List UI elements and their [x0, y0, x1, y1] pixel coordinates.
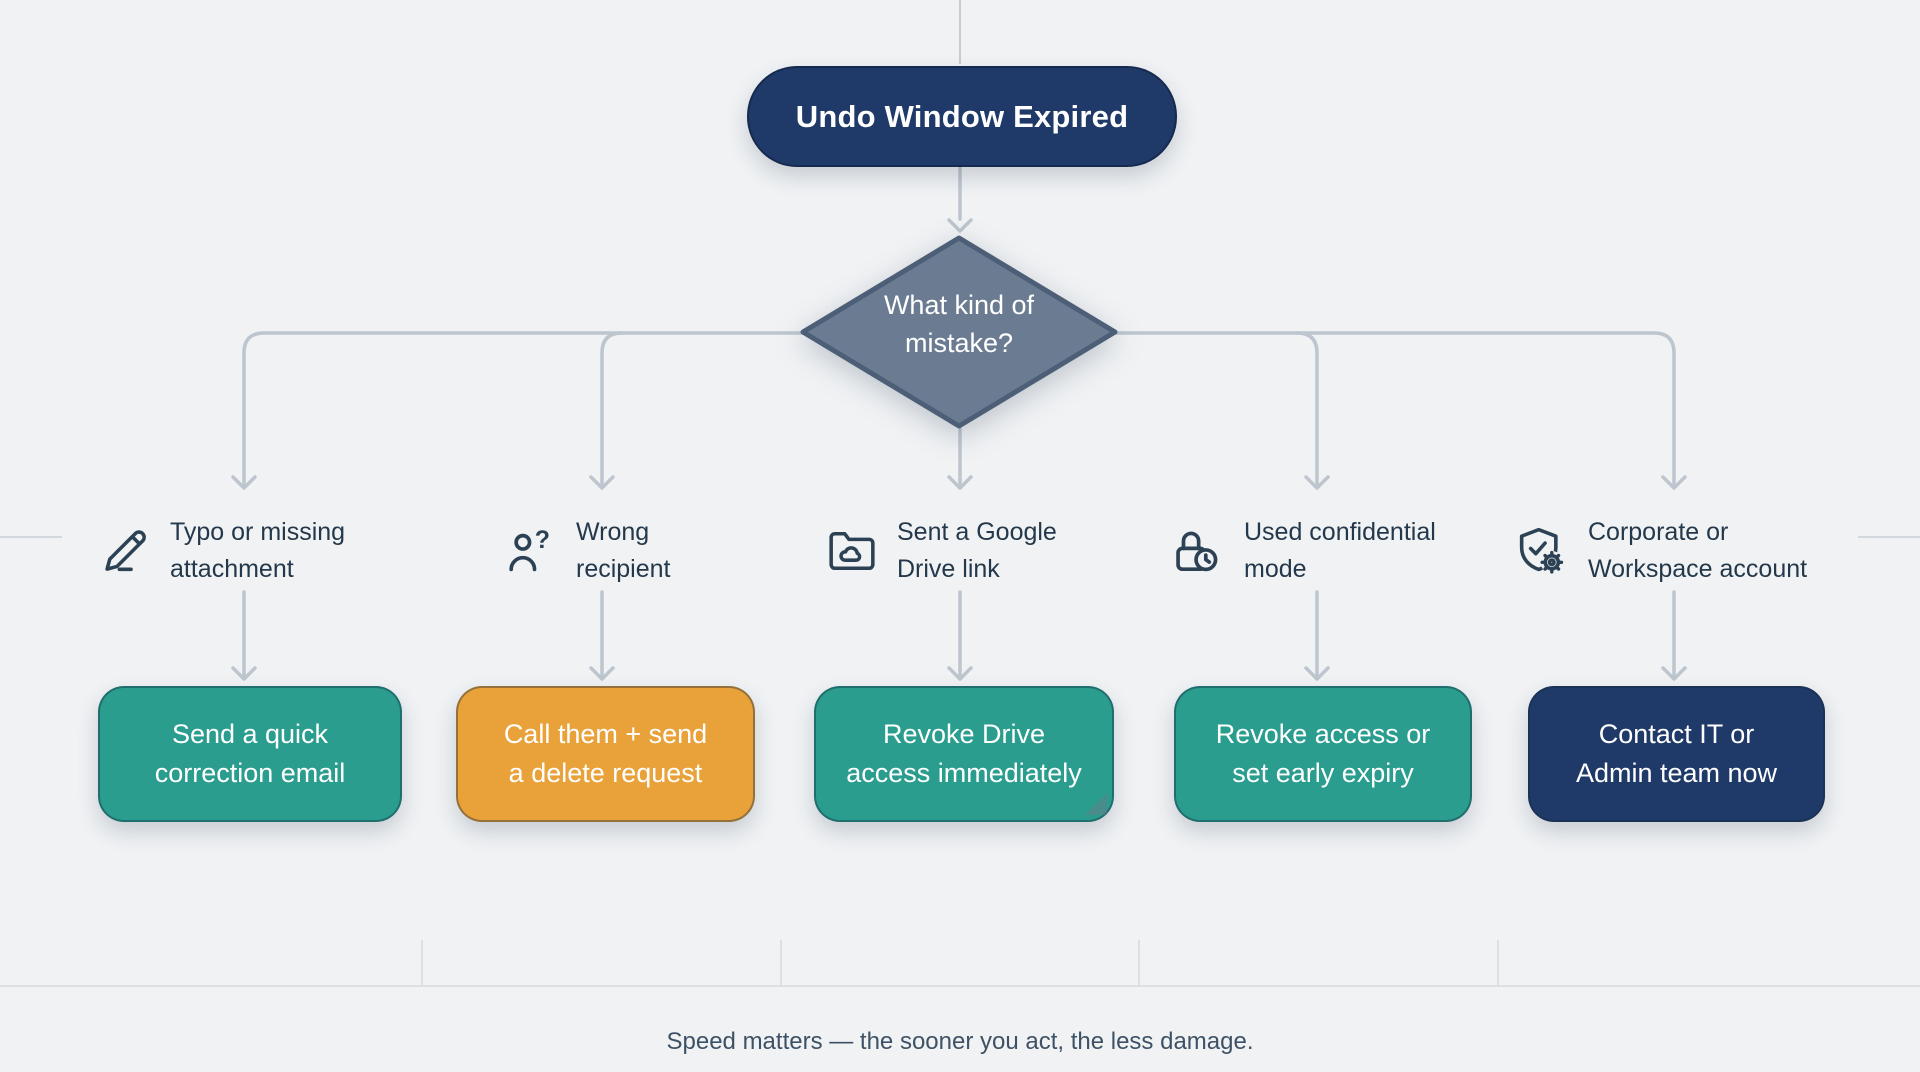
action-label: Revoke access or set early expiry [1215, 719, 1431, 788]
selection-handle-artifact [1085, 793, 1107, 815]
start-node[interactable]: Undo Window Expired [747, 66, 1177, 167]
decision-diamond[interactable] [794, 229, 1124, 435]
action-node-revoke-drive[interactable]: Revoke Drive access immediately [814, 686, 1114, 822]
folder-cloud-icon [829, 531, 875, 571]
action-node-delete-request[interactable]: Call them + send a delete request [456, 686, 755, 822]
branch-label-text: Wrong recipient [576, 518, 671, 583]
action-node-contact-it[interactable]: Contact IT or Admin team now [1528, 686, 1825, 822]
branch-label-text: Sent a Google Drive link [897, 518, 1057, 583]
branch-label-text: Used confidential mode [1244, 518, 1436, 583]
action-node-correction-email[interactable]: Send a quick correction email [98, 686, 402, 822]
pencil-icon [105, 530, 146, 572]
branch-label-confidential-mode: Used confidential mode [1172, 506, 1436, 596]
branch-label-text: Corporate or Workspace account [1588, 518, 1808, 583]
lock-clock-icon [1176, 531, 1218, 572]
action-label: Contact IT or Admin team now [1575, 719, 1778, 788]
person-question-icon: ? [509, 526, 550, 572]
action-label: Revoke Drive access immediately [846, 719, 1082, 788]
start-node-label: Undo Window Expired [795, 98, 1129, 134]
branch-label-wrong-recipient: ? Wrong recipient [504, 506, 671, 596]
action-label: Call them + send a delete request [503, 719, 708, 788]
svg-text:?: ? [535, 526, 550, 554]
branch-label-drive-link: Sent a Google Drive link [827, 506, 1057, 596]
branch-label-text: Typo or missing attachment [170, 518, 346, 583]
shield-gear-icon [1519, 527, 1564, 574]
branch-label-typo: Typo or missing attachment [100, 506, 345, 596]
branch-label-corporate-account: Corporate or Workspace account [1514, 506, 1807, 596]
action-label: Send a quick correction email [154, 719, 346, 788]
footer-caption: Speed matters — the sooner you act, the … [666, 1028, 1254, 1055]
action-node-revoke-access[interactable]: Revoke access or set early expiry [1174, 686, 1472, 822]
